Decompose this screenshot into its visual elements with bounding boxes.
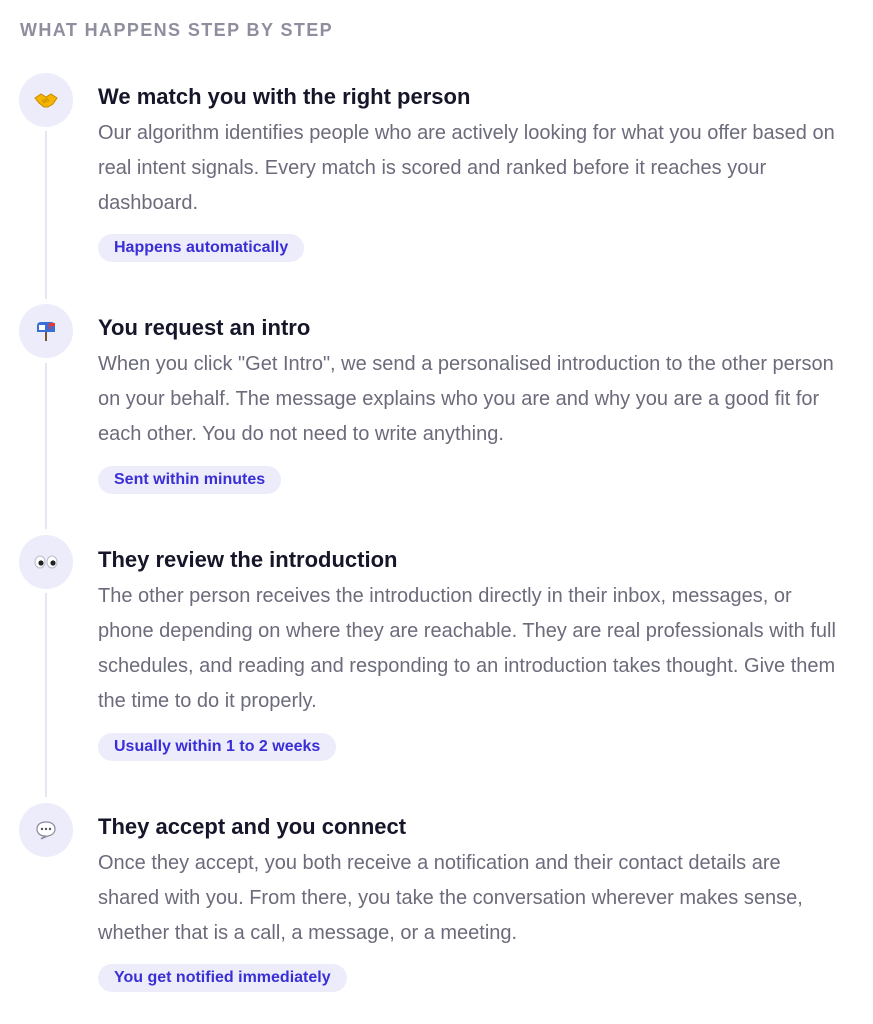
- step-title: We match you with the right person: [98, 84, 471, 109]
- step-title: They accept and you connect: [98, 814, 407, 839]
- step-description: The other person receives the introducti…: [98, 585, 836, 712]
- status-badge: You get notified immediately: [98, 964, 347, 992]
- eyes-icon: [19, 535, 73, 589]
- handshake-icon: [19, 73, 73, 127]
- step-description: Our algorithm identifies people who are …: [98, 122, 835, 214]
- mailbox-icon: [19, 304, 73, 358]
- timeline-connector: [45, 131, 47, 299]
- status-badge: Sent within minutes: [98, 466, 282, 494]
- section-heading: WHAT HAPPENS STEP BY STEP: [20, 20, 334, 40]
- step-description: Once they accept, you both receive a not…: [98, 852, 803, 944]
- step-description: When you click "Get Intro", we send a pe…: [98, 353, 834, 445]
- step-title: You request an intro: [98, 315, 311, 340]
- timeline-connector: [45, 363, 47, 529]
- step-title: They review the introduction: [98, 547, 398, 572]
- speech-bubble-icon: [19, 803, 73, 857]
- status-badge: Usually within 1 to 2 weeks: [98, 733, 337, 761]
- status-badge: Happens automatically: [98, 234, 305, 262]
- timeline-connector: [45, 593, 47, 797]
